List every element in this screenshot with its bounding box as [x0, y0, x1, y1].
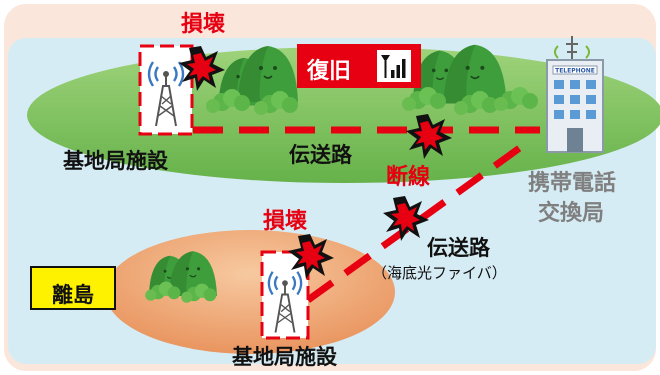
exchange-label-line1: 携帯電話 [528, 171, 617, 196]
restored-label: 復旧 [307, 59, 352, 84]
base-station-label-top: 基地局施設 [63, 149, 168, 173]
submarine-fiber-note: （海底光ファイバ） [372, 264, 507, 282]
transmission-label-top: 伝送路 [289, 143, 352, 167]
restored-badge: 復旧 [297, 44, 421, 88]
damage-label-bottom: 損壊 [263, 209, 308, 234]
transmission-label-bottom: 伝送路 [427, 236, 490, 260]
signal-bars-icon [377, 50, 411, 82]
building-sign: TELEPHONE [555, 68, 595, 75]
base-station-label-bottom: 基地局施設 [232, 345, 337, 369]
island-tag: 離島 [30, 266, 116, 310]
island-label: 離島 [52, 283, 94, 307]
telephone-building-icon: TELEPHONE [546, 36, 604, 153]
base-station-frame-top [138, 44, 194, 136]
exchange-label-line2: 交換局 [538, 201, 605, 226]
damage-label-top: 損壊 [181, 12, 226, 37]
cut-label: 断線 [386, 165, 431, 190]
